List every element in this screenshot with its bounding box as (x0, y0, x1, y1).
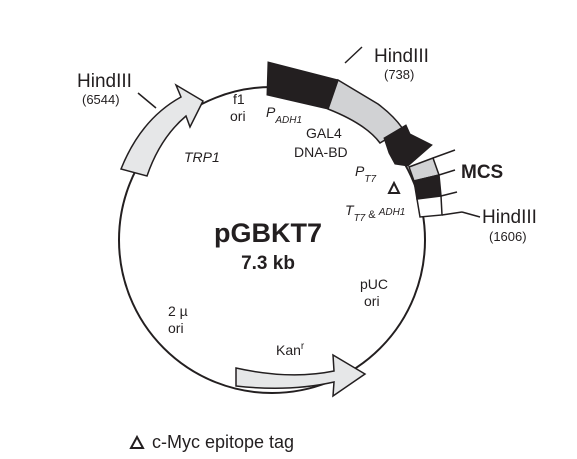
kan-r-label: Kanr (276, 341, 305, 358)
t-t7-adh1-label: TT7 & ADH1 (345, 202, 405, 224)
f1-ori-label-line2: ori (230, 108, 246, 124)
trp1-label: TRP1 (184, 149, 220, 165)
mcs-tick-4 (441, 211, 463, 216)
hindiii-6544-line (137, 92, 157, 109)
hindiii-6544-name: HindIII (77, 71, 132, 92)
puc-ori-label-line1: pUC (360, 276, 388, 292)
hindiii-6544-position: (6544) (82, 92, 120, 107)
plasmid-name: pGBKT7 (214, 218, 322, 248)
twomu-ori-label-line2: ori (168, 320, 184, 336)
kan-r-arrow (235, 353, 367, 398)
hindiii-1606-position: (1606) (489, 229, 527, 244)
hindiii-738-name: HindIII (374, 46, 429, 67)
hindiii-738-position: (738) (384, 67, 414, 82)
gal4-label-line2: DNA-BD (294, 144, 348, 160)
p-t7-label: PT7 (355, 163, 376, 185)
hindiii-1606-name: HindIII (482, 207, 537, 228)
legend-label: c-Myc epitope tag (152, 432, 294, 452)
p-adh1-promoter-block (266, 61, 339, 110)
mcs-label: MCS (461, 162, 503, 183)
mcs-tick-3 (440, 191, 458, 197)
c-myc-tag-marker (387, 180, 401, 194)
puc-ori-label-line2: ori (364, 293, 380, 309)
hindiii-738-line (344, 46, 363, 64)
mcs-segment-white (416, 195, 443, 218)
p-t7-arrowhead (383, 124, 433, 167)
twomu-ori-label-line1: 2 µ (168, 303, 188, 319)
f1-ori-label-line1: f1 (233, 91, 245, 107)
p-adh1-label: PADH1 (266, 104, 302, 126)
trp1-arrow (119, 83, 204, 177)
legend-triangle-icon (129, 434, 145, 449)
gal4-label-line1: GAL4 (306, 125, 342, 141)
hindiii-1606-line (461, 211, 481, 218)
plasmid-size: 7.3 kb (241, 253, 295, 274)
mcs-tick-1 (432, 149, 456, 159)
mcs-tick-2 (438, 169, 456, 176)
